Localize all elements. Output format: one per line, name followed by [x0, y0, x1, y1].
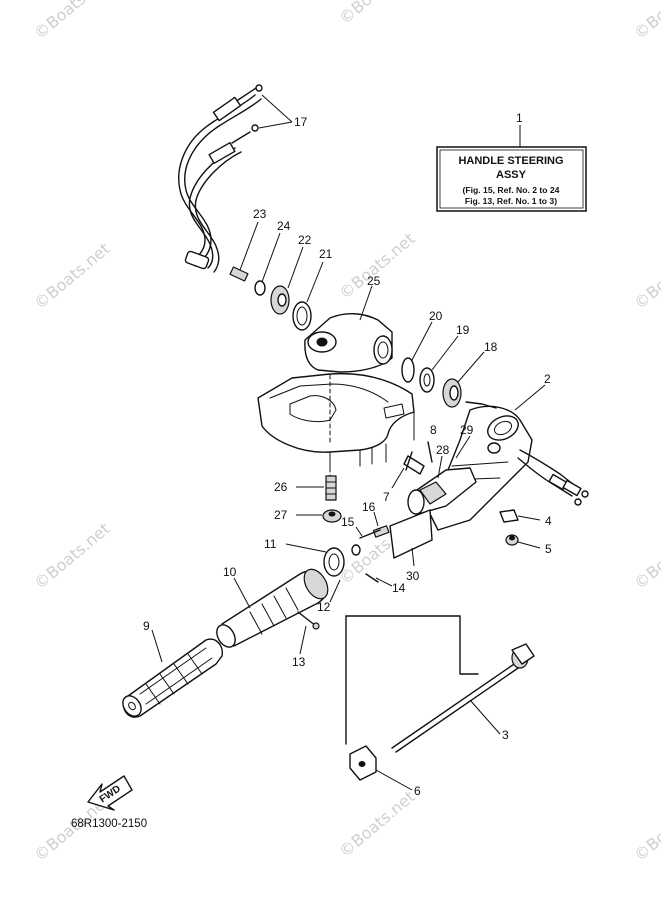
part-3-rod: 3 6: [345, 615, 535, 798]
callout-29: 29: [460, 423, 474, 437]
base-bracket: [257, 372, 415, 481]
callout-10: 10: [223, 565, 237, 579]
callout-11: 11: [264, 537, 277, 551]
parts-4-5: 4 5: [499, 509, 552, 556]
callout-13: 13: [292, 655, 306, 669]
callout-5: 5: [545, 542, 552, 556]
callout-6: 6: [414, 784, 421, 798]
watermark: ©Boats.net: [335, 0, 418, 28]
callout-2: 2: [544, 372, 551, 386]
callout-1: 1: [516, 111, 523, 125]
watermark: ©Boats.net: [30, 239, 113, 313]
callout-30: 30: [406, 569, 420, 583]
callout-4: 4: [545, 514, 552, 528]
parts-20-19-18: 20 19 18: [401, 309, 498, 408]
callout-9: 9: [143, 619, 150, 633]
parts-23-24-22-21: 23 24 22 21: [229, 207, 333, 331]
fwd-arrow-icon: FWD: [87, 775, 133, 811]
callout-14: 14: [392, 581, 406, 595]
watermark: ©Boats.net: [30, 519, 113, 593]
parts-11-14-12: 11 14 12: [264, 537, 406, 614]
parts-26-27: 26 27: [274, 475, 342, 523]
watermark: ©Boats.net: [630, 791, 661, 865]
title-line-4: Fig. 13, Ref. No. 1 to 3): [465, 196, 557, 206]
watermark: ©Boats.net: [630, 239, 661, 313]
watermark: ©Boats.net: [335, 787, 418, 861]
callout-17: 17: [294, 115, 308, 129]
part-30-plate: 30: [389, 509, 433, 583]
callout-12: 12: [317, 600, 331, 614]
callout-19: 19: [456, 323, 470, 337]
callout-21: 21: [319, 247, 333, 261]
diagram-code: 68R1300-2150: [71, 818, 147, 830]
callout-24: 24: [277, 219, 291, 233]
callout-15: 15: [341, 515, 355, 529]
callout-16: 16: [362, 500, 376, 514]
title-line-1: HANDLE STEERING: [458, 155, 563, 167]
part-10-throttle-shaft: 10 13: [216, 565, 329, 669]
callout-26: 26: [274, 480, 288, 494]
callout-18: 18: [484, 340, 498, 354]
callout-20: 20: [429, 309, 443, 323]
watermark: ©Boats.net: [335, 229, 418, 303]
callout-25: 25: [367, 274, 381, 288]
callout-23: 23: [253, 207, 267, 221]
watermark: ©Boats.net: [30, 0, 113, 43]
title-box: HANDLE STEERING ASSY (Fig. 15, Ref. No. …: [436, 111, 587, 212]
callout-7: 7: [383, 490, 390, 504]
part-9-grip: 9: [122, 619, 223, 718]
watermark: ©Boats.net: [630, 519, 661, 593]
part-25-housing: 25: [304, 274, 393, 373]
part-17-cables: 17: [178, 84, 308, 273]
title-line-3: (Fig. 15, Ref. No. 2 to 24: [463, 185, 560, 195]
callout-28: 28: [436, 443, 450, 457]
callout-8: 8: [430, 423, 437, 437]
parts-28-29-8-7-16-15: 29 28 8 7 16 15: [341, 423, 477, 539]
watermark: ©Boats.net: [630, 0, 661, 43]
callout-22: 22: [298, 233, 312, 247]
title-line-2: ASSY: [496, 169, 527, 181]
callout-27: 27: [274, 508, 288, 522]
callout-3: 3: [502, 728, 509, 742]
